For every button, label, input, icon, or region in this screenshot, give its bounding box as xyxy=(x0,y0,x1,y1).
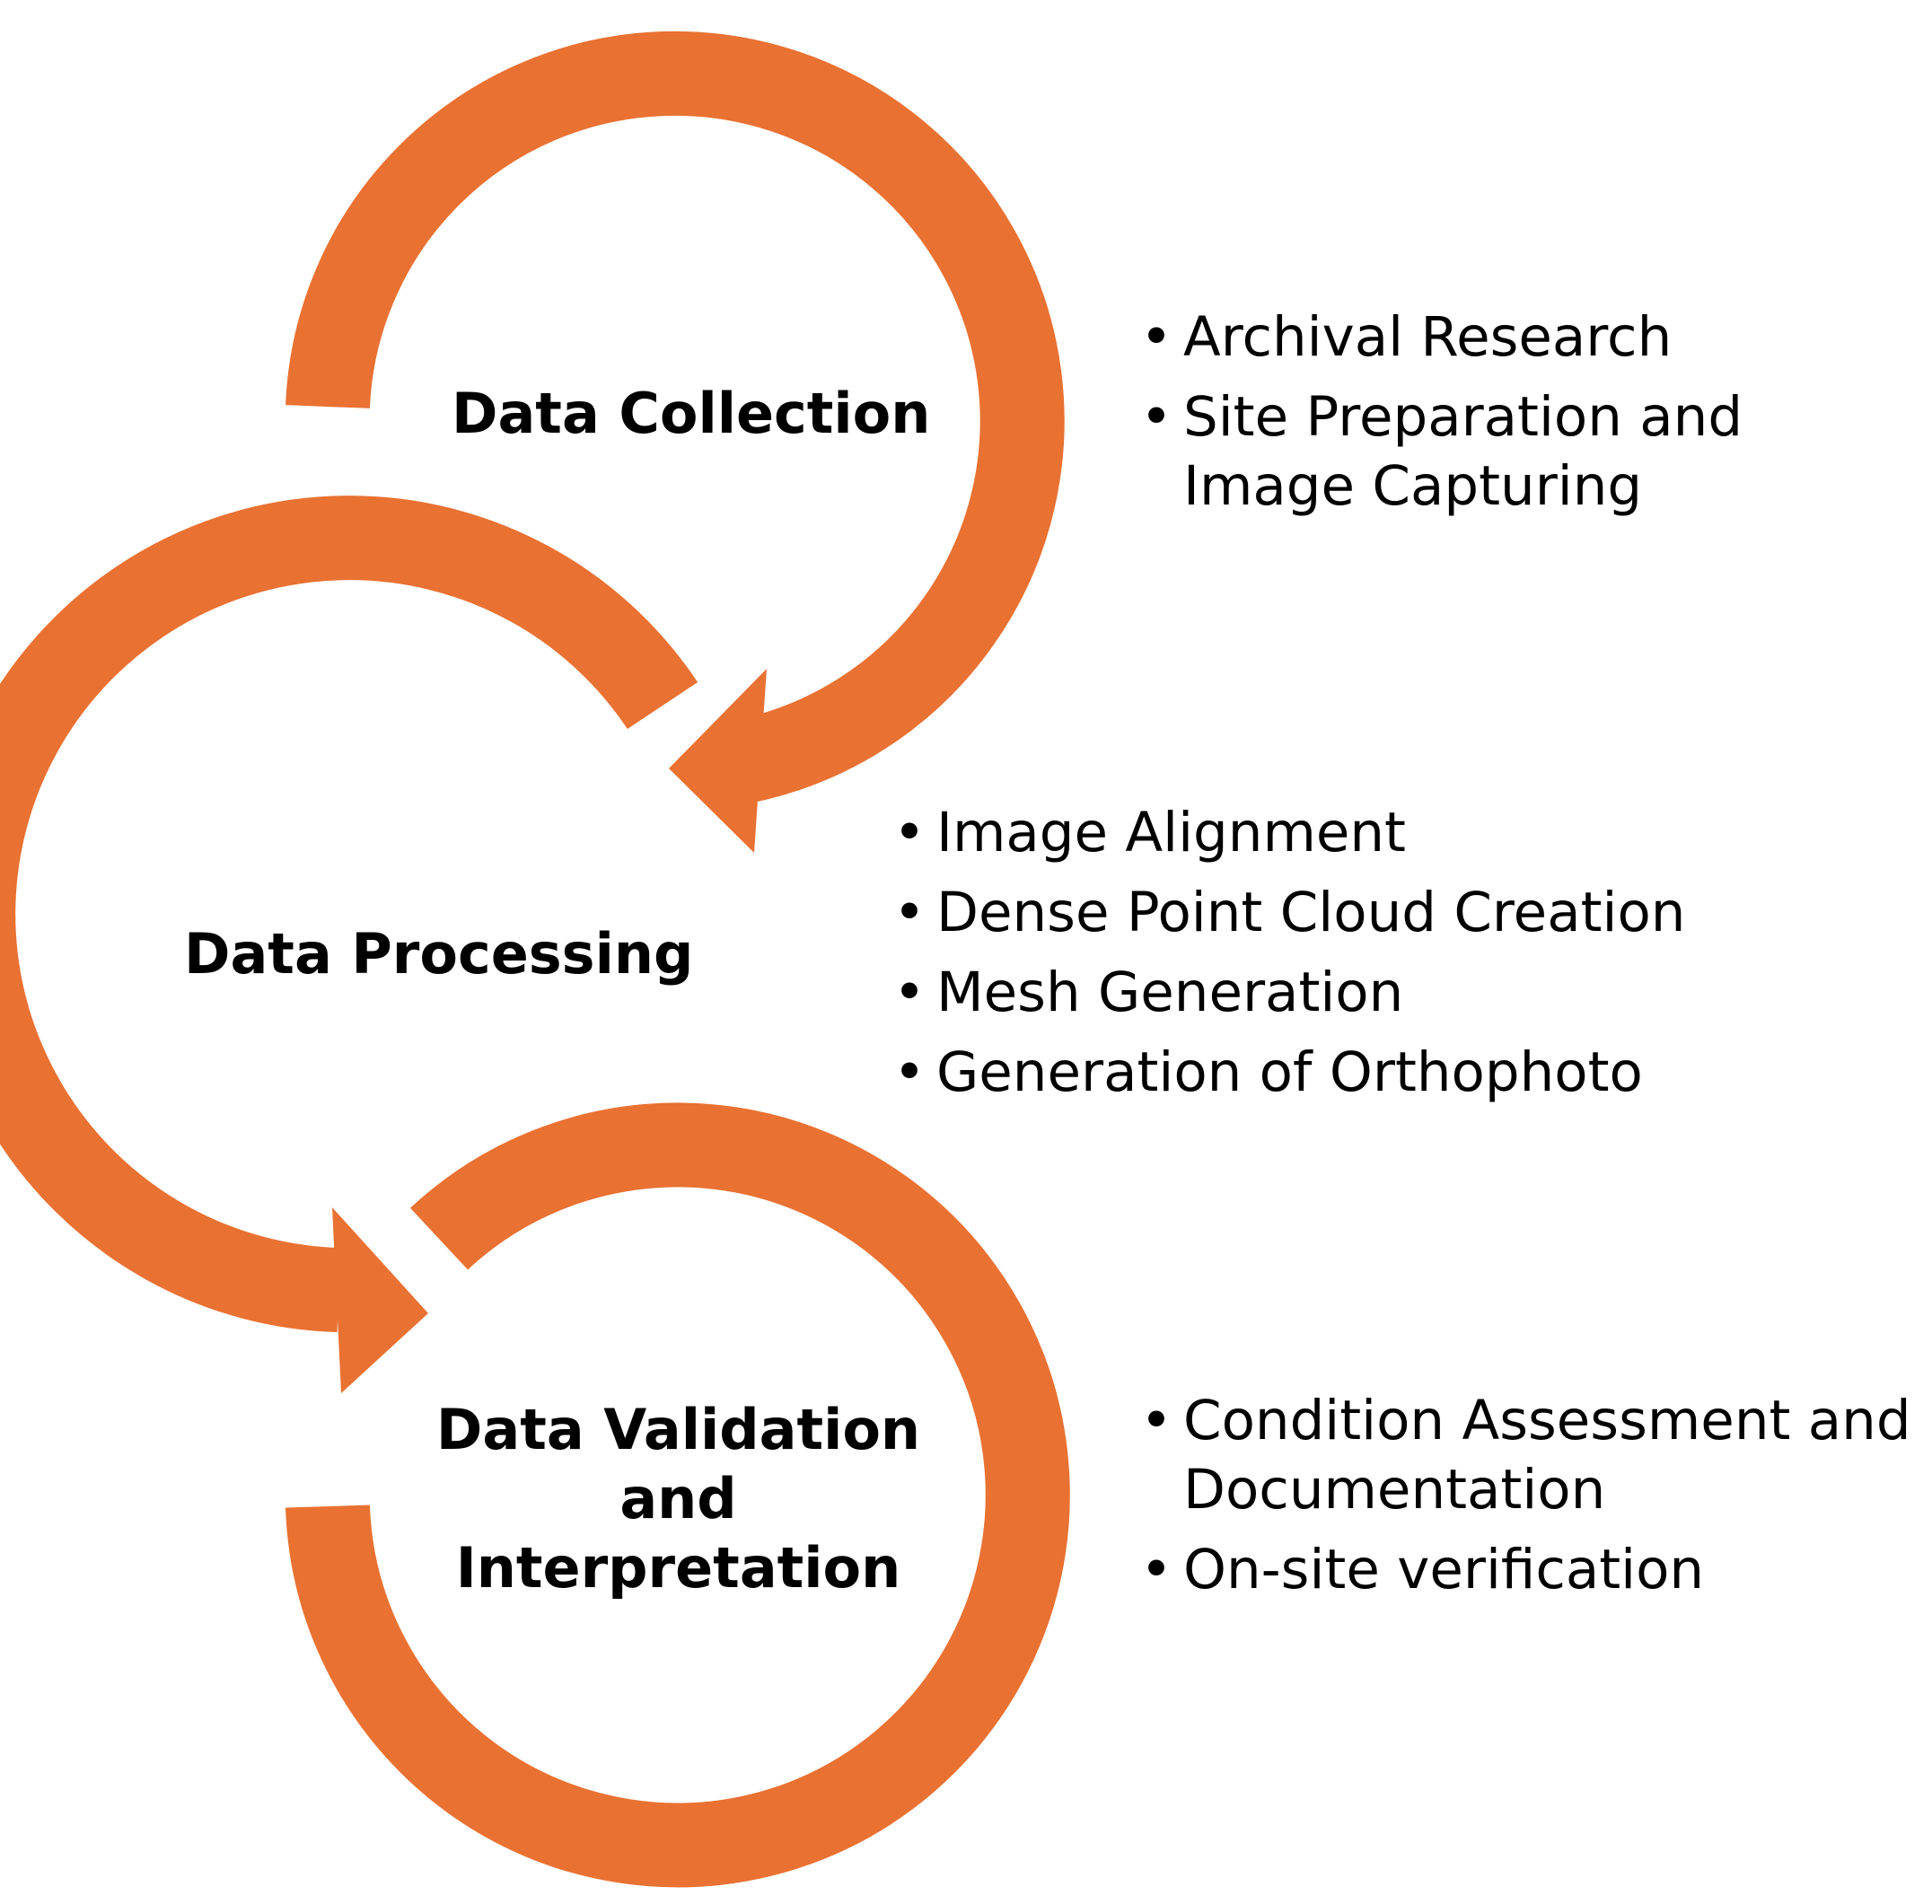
stage-title-data-processing: Data Processing xyxy=(184,920,693,989)
stage-title-line: Data Processing xyxy=(184,921,694,987)
stage-bullets-data-validation: Condition Assessment and Documentation O… xyxy=(1140,1387,1930,1616)
stage-title-line: Data Validation xyxy=(435,1397,921,1462)
stage-title-line: Data Collection xyxy=(452,381,931,446)
validation-arc xyxy=(285,1102,1070,1888)
processing-arc xyxy=(0,496,698,1332)
stage-title-data-collection: Data Collection xyxy=(452,380,930,449)
stage-title-data-validation: Data Validation and Interpretation xyxy=(429,1396,927,1603)
stage-bullets-data-collection: Archival Research Site Preparation and I… xyxy=(1140,303,1930,532)
collection-arrowhead xyxy=(669,669,767,853)
bullet-item: Site Preparation and Image Capturing xyxy=(1140,383,1930,522)
stage-title-line: Interpretation xyxy=(455,1534,901,1601)
bullet-item: Generation of Orthophoto xyxy=(893,1039,1791,1108)
stage-bullets-data-processing: Image Alignment Dense Point Cloud Creati… xyxy=(893,799,1791,1118)
bullet-item: Mesh Generation xyxy=(893,959,1791,1028)
bullet-item: Dense Point Cloud Creation xyxy=(893,879,1791,948)
bullet-item: On-site verification xyxy=(1140,1536,1930,1605)
collection-arc xyxy=(285,31,1065,802)
bullet-item: Condition Assessment and Documentation xyxy=(1140,1387,1930,1525)
bullet-item: Image Alignment xyxy=(893,799,1791,868)
processing-arrowhead xyxy=(332,1207,428,1393)
bullet-item: Archival Research xyxy=(1140,303,1930,373)
stage-title-line: and xyxy=(619,1465,737,1531)
